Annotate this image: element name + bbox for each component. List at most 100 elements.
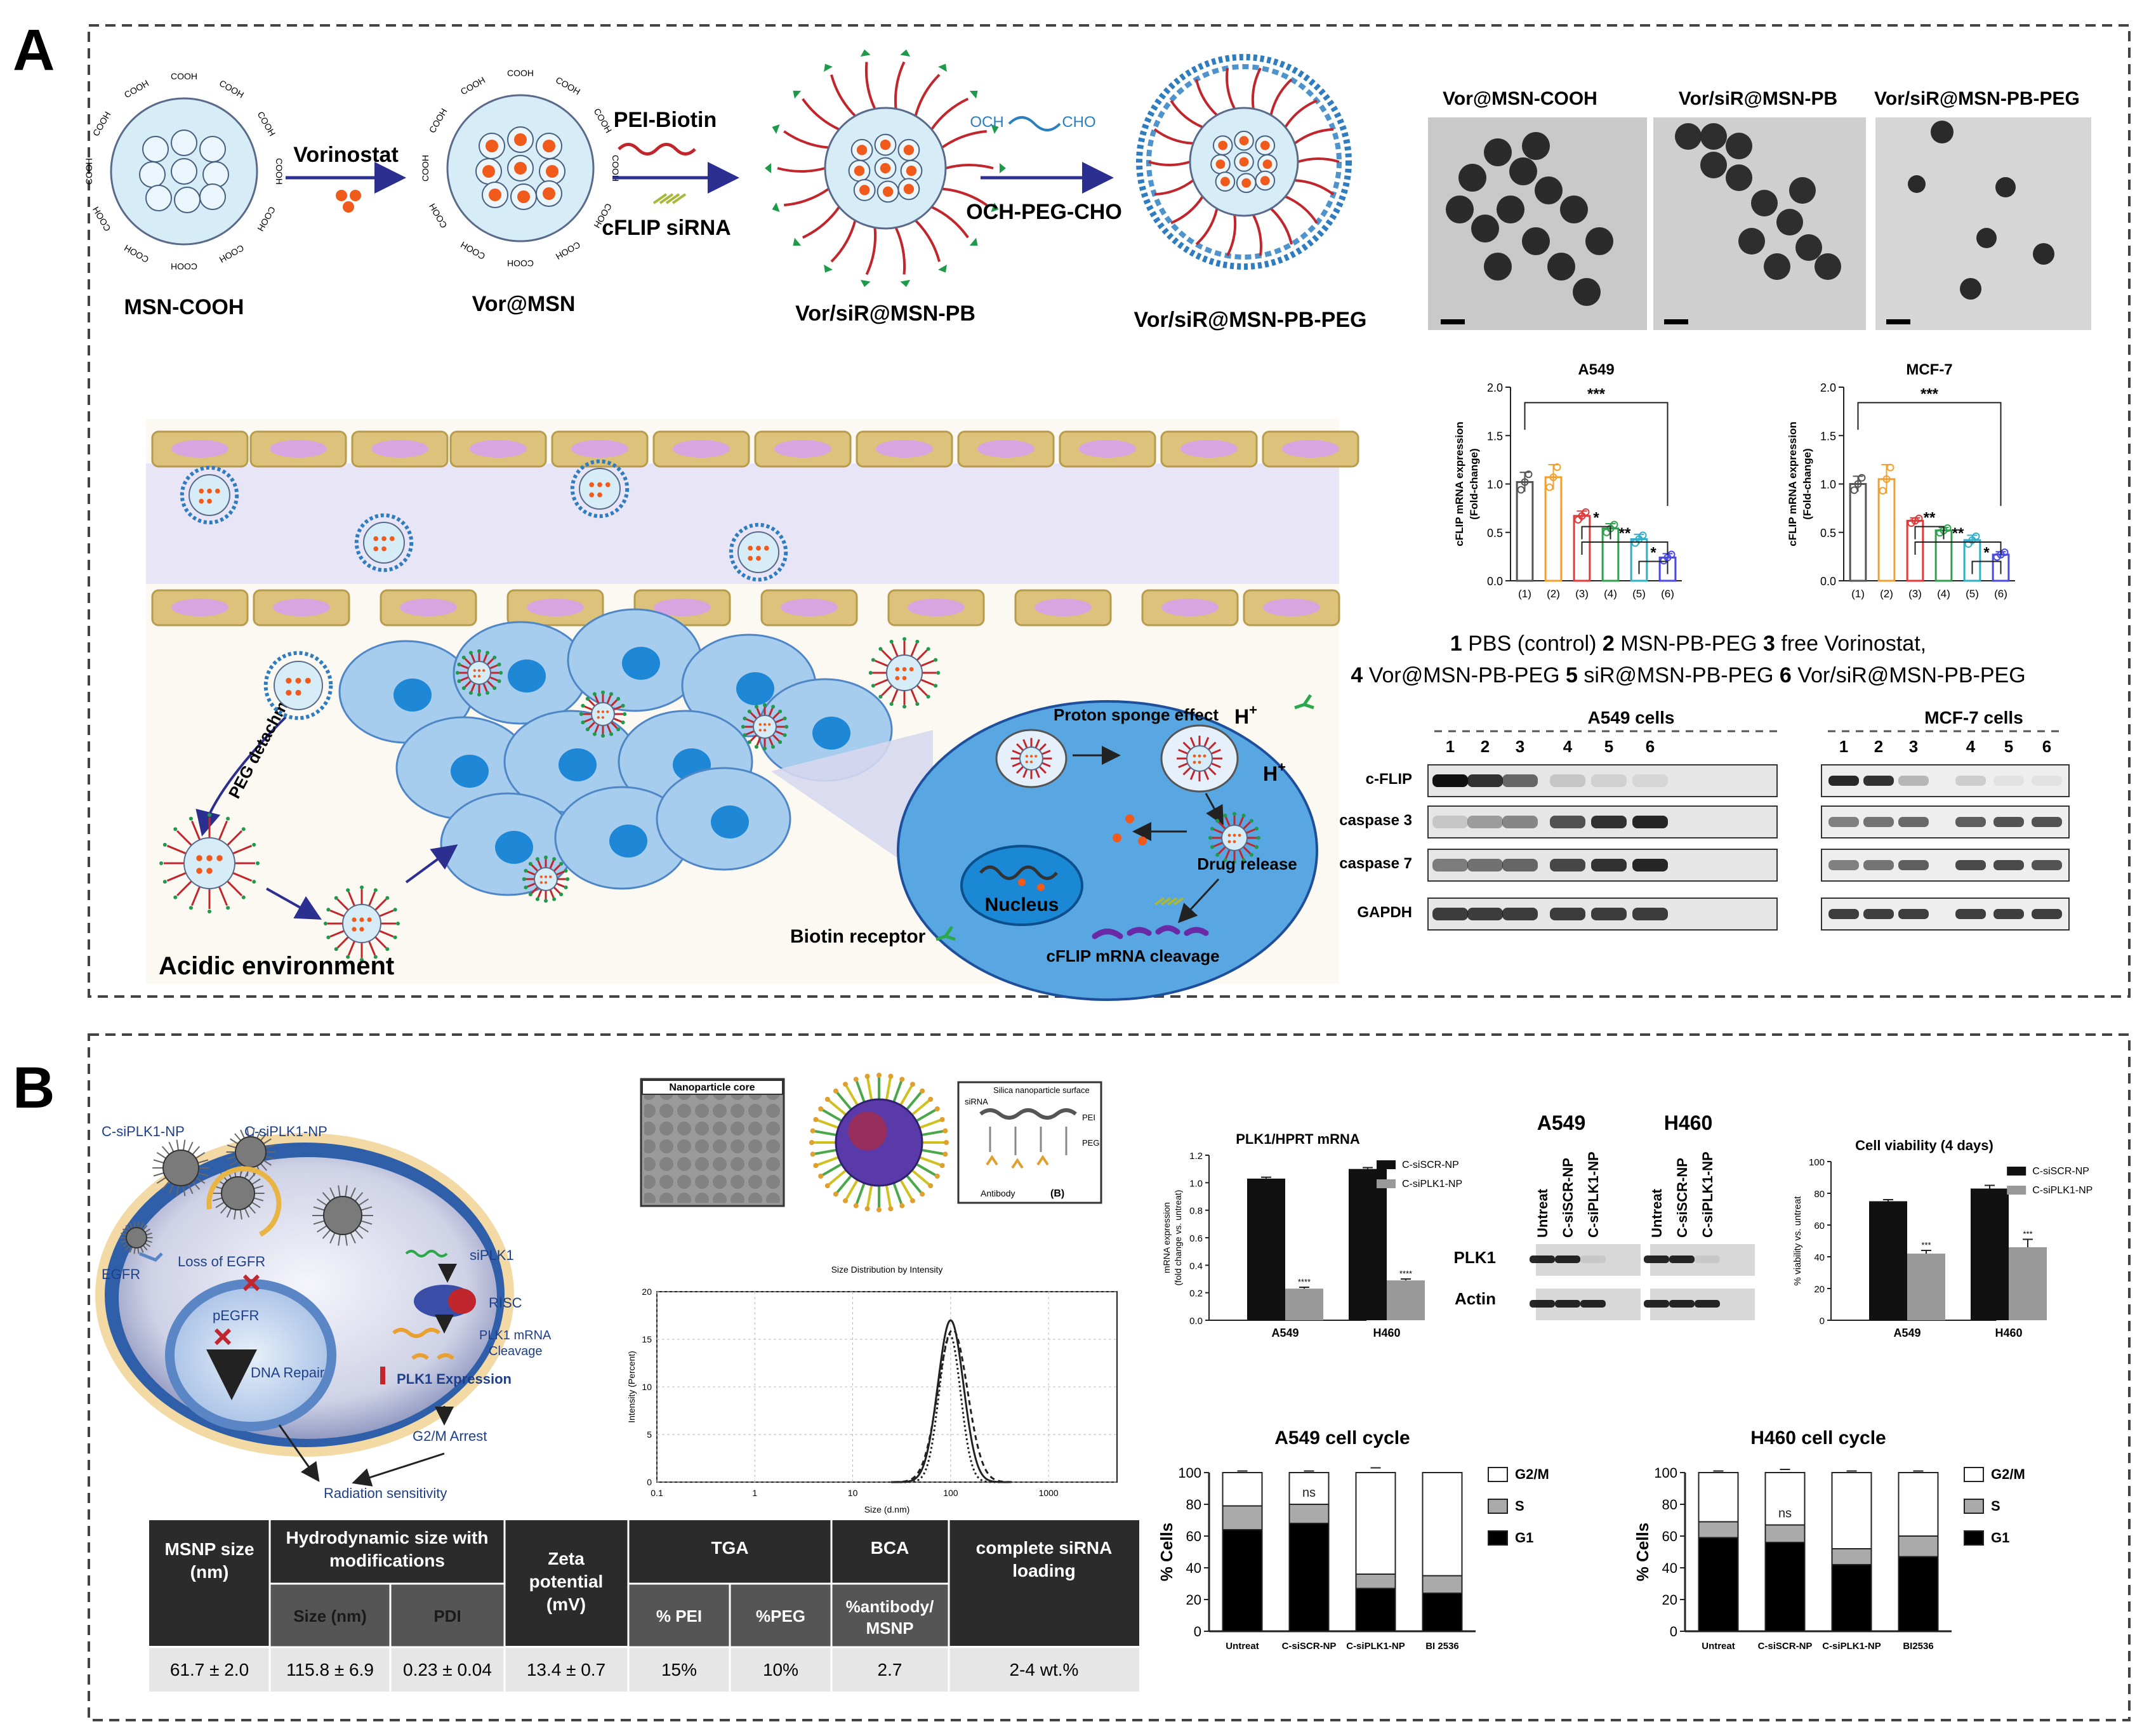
np-ray [874, 659, 889, 667]
th-bca: BCA [871, 1538, 909, 1558]
data-point [1882, 475, 1891, 483]
np-ligand-tip [942, 1151, 948, 1157]
np-ray [1012, 762, 1021, 767]
np-spike [354, 1192, 364, 1202]
np-ligand-tip [853, 1203, 859, 1209]
tem-particle [1585, 227, 1613, 255]
wb-band [1591, 908, 1627, 920]
np-core [467, 661, 491, 685]
bar [2009, 1247, 2047, 1320]
x-axis-label: Size (d.nm) [864, 1504, 910, 1514]
np-spike [161, 1181, 170, 1190]
wb-lane-number: 4 [1563, 737, 1573, 756]
np-drug [352, 917, 357, 922]
np-tip [524, 868, 528, 873]
x-tick-label: (6) [1994, 588, 2007, 600]
data-point [1972, 532, 1980, 540]
np-ray [594, 694, 600, 704]
tem-particle [1738, 228, 1765, 255]
vessel-nanoparticle [354, 513, 414, 573]
x-tick-label: (1) [1518, 588, 1531, 600]
wb-band [1467, 908, 1503, 920]
legend-label: C-siSCR-NP [2032, 1166, 2089, 1177]
np-drug [359, 917, 364, 922]
wb-lane-number: 2 [1874, 737, 1883, 756]
tem-particle [1726, 164, 1752, 191]
np-spike [227, 1155, 237, 1160]
schematic-pei: PEI [1082, 1113, 1095, 1122]
np-tip [601, 734, 605, 738]
td-hydro-size: 115.8 ± 6.9 [286, 1660, 374, 1680]
tem-particle [1522, 132, 1550, 160]
b-label-dna-repair: DNA Repair [251, 1365, 324, 1381]
np-drug [601, 710, 605, 713]
tumor-nucleus [609, 825, 647, 858]
np-spike [329, 1187, 336, 1199]
endothelial-nucleus [1079, 440, 1136, 458]
biotin-receptor-icon-1 [935, 925, 956, 941]
np-spike [358, 1225, 369, 1233]
sig-bracket [1524, 402, 1669, 507]
np-tip [889, 639, 894, 644]
wb-mcf7-title: MCF-7 cells [1924, 708, 2023, 727]
wb-band [1432, 816, 1468, 828]
np-tip [1223, 858, 1227, 863]
np-tip [334, 896, 338, 900]
np-core [363, 522, 405, 564]
chart-plk1-mrna: PLK1/HPRT mRNA0.00.20.40.60.81.01.2mRNA … [1161, 1131, 1462, 1339]
np-ray [379, 930, 394, 938]
wb-band [1432, 908, 1468, 920]
np-spike [322, 1229, 331, 1239]
data-point [1578, 512, 1586, 520]
np-tip [486, 651, 490, 655]
wb-band [1955, 776, 1986, 786]
np-tip [226, 906, 230, 910]
np-tip [188, 906, 193, 910]
np-ligand [919, 1118, 941, 1129]
y-tick-label: 0 [1194, 1624, 1201, 1640]
np-tip [559, 861, 564, 866]
np-drug [597, 492, 602, 498]
np-ray [531, 886, 539, 894]
y-tick-label: 1.5 [1487, 430, 1503, 442]
drug-dot [1262, 159, 1273, 169]
wb-band [2032, 860, 2062, 870]
drug-dot [859, 185, 870, 195]
wb-row-label: GAPDH [1357, 904, 1412, 921]
np-ray [556, 882, 565, 888]
np-tip [528, 861, 532, 866]
np-ray [1189, 769, 1196, 780]
np-spike [122, 1242, 129, 1247]
sig-label: ns [1302, 1486, 1316, 1500]
np-tip [926, 647, 930, 651]
drug-dot [906, 165, 917, 176]
drug-dot [856, 145, 868, 156]
vor-msn-particle: COOHCOOHCOOHCOOHCOOHCOOHCOOHCOOHCOOHCOOH… [420, 68, 621, 268]
np-ligand [836, 1091, 852, 1111]
np-spike [144, 1228, 151, 1233]
wb-band [1502, 774, 1538, 787]
np-tip [477, 692, 481, 697]
np-tip [747, 740, 751, 745]
np-tip [162, 880, 167, 884]
np-ray [1224, 849, 1231, 859]
b-label-cleavage: Cleavage [489, 1344, 543, 1358]
scale-bar-2 [1664, 319, 1688, 324]
bar [1869, 1201, 1907, 1320]
wb-band [1502, 816, 1538, 828]
arrow-b-4 [352, 1452, 445, 1487]
np-tip [385, 896, 390, 900]
np-spike [220, 1205, 228, 1214]
np-ray [1041, 750, 1051, 755]
np-tip [934, 684, 938, 688]
table-subhead-bg-3 [831, 1584, 949, 1647]
np-tip [763, 703, 767, 707]
pei-chain [777, 167, 826, 173]
np-drug [597, 716, 600, 719]
biotin-triangle [991, 124, 999, 134]
np-tip [396, 922, 400, 925]
np-spike [263, 1138, 272, 1144]
wb-b-lane-label: Untreat [1535, 1188, 1550, 1238]
np-ray [218, 820, 228, 840]
